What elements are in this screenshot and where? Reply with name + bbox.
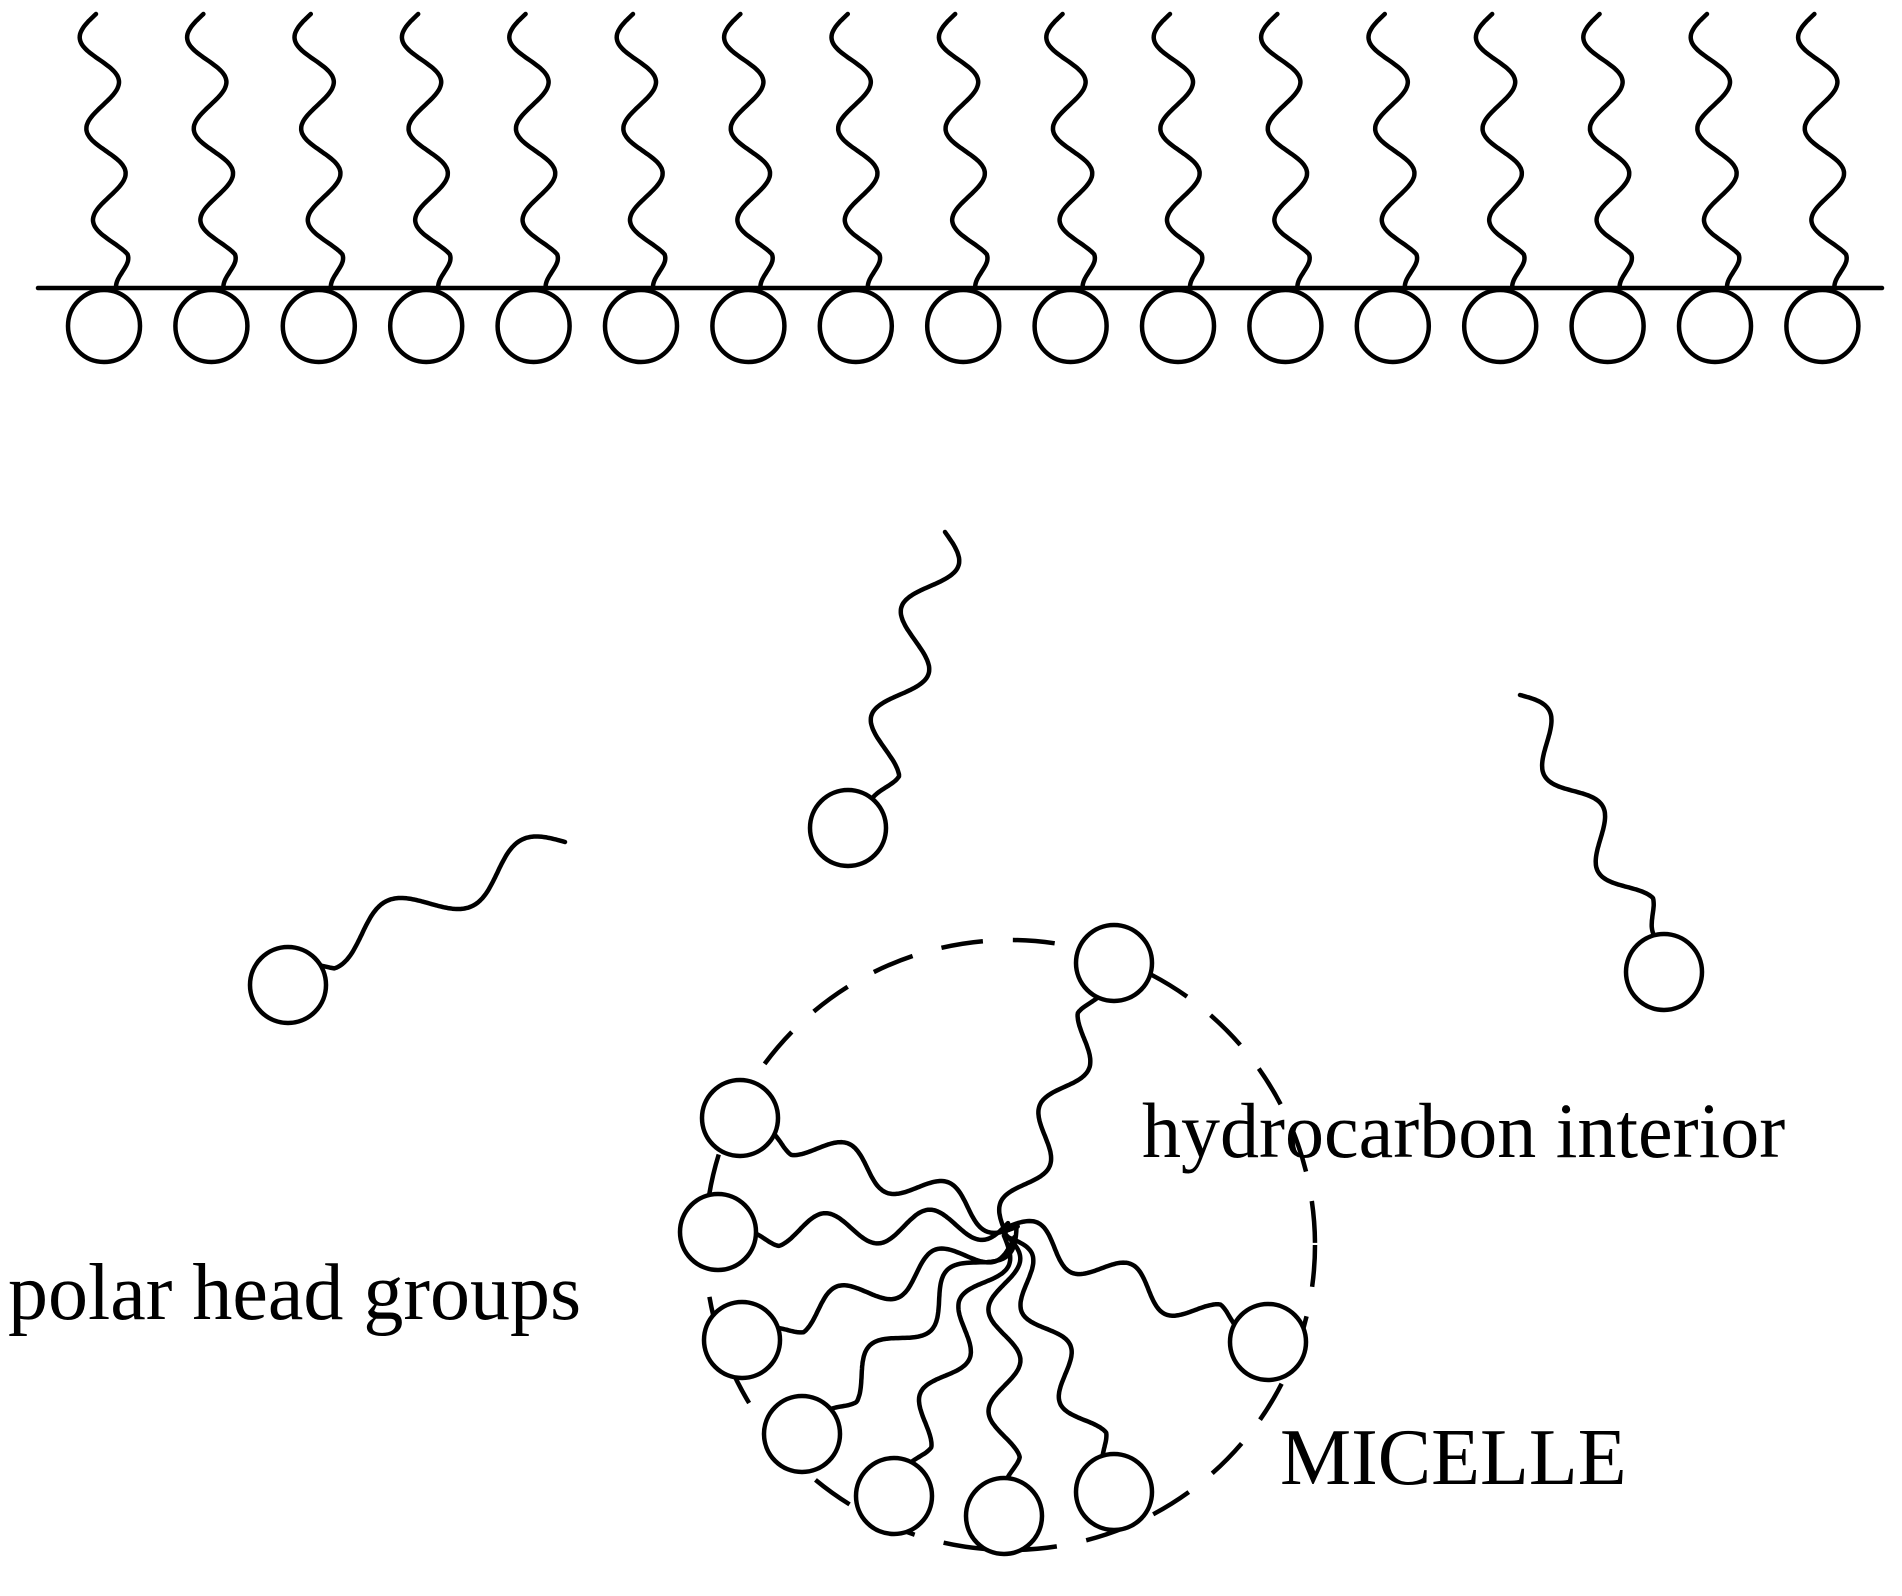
monolayer-head <box>605 290 677 362</box>
monolayer-tail <box>295 14 344 288</box>
micelle-tail <box>906 1236 1011 1470</box>
monolayer-head <box>927 290 999 362</box>
monolayer-head <box>1572 290 1644 362</box>
monolayer-head <box>1464 290 1536 362</box>
micelle-head <box>702 1080 778 1156</box>
micelle-head <box>1076 925 1152 1001</box>
monolayer-tail <box>80 14 129 288</box>
monolayer-tail <box>724 14 773 288</box>
free-head <box>1626 934 1702 1010</box>
free-tail <box>870 532 959 803</box>
monolayer-tail <box>1154 14 1203 288</box>
monolayer-tail <box>1261 14 1310 288</box>
monolayer-tail <box>1583 14 1632 288</box>
free-head <box>810 790 886 866</box>
micelle-tail <box>1007 1221 1242 1331</box>
micelle-structure <box>680 925 1315 1554</box>
free-head <box>250 947 326 1023</box>
monolayer-head <box>1249 290 1321 362</box>
micelle-head <box>764 1396 840 1472</box>
micelle-tail <box>767 1129 1018 1233</box>
free-tail <box>1520 695 1654 935</box>
surface-monolayer <box>38 14 1882 362</box>
free-surfactant-molecules <box>250 532 1702 1023</box>
micelle-head <box>856 1458 932 1534</box>
monolayer-tail <box>1369 14 1418 288</box>
monolayer-head <box>820 290 892 362</box>
monolayer-tail <box>402 14 451 288</box>
hydrocarbon-interior-label: hydrocarbon interior <box>1142 1092 1785 1170</box>
polar-head-groups-label: polar head groups <box>8 1253 581 1333</box>
monolayer-head <box>712 290 784 362</box>
monolayer-tail <box>832 14 881 288</box>
monolayer-tail <box>1476 14 1525 288</box>
monolayer-head <box>498 290 570 362</box>
monolayer-head <box>390 290 462 362</box>
micelle-tail <box>747 1210 1008 1246</box>
monolayer-head <box>1357 290 1429 362</box>
monolayer-head <box>1679 290 1751 362</box>
monolayer-head <box>1035 290 1107 362</box>
micelle-head <box>1230 1304 1306 1380</box>
monolayer-tail <box>187 14 236 288</box>
monolayer-head <box>68 290 140 362</box>
micelle-tail <box>999 990 1103 1233</box>
free-tail <box>294 837 565 969</box>
micelle-tail <box>823 1225 1017 1414</box>
monolayer-tail <box>509 14 558 288</box>
micelle-head <box>680 1194 756 1270</box>
micelle-label: MICELLE <box>1280 1418 1627 1498</box>
micelle-head <box>1076 1454 1152 1530</box>
monolayer-head <box>1142 290 1214 362</box>
monolayer-tail <box>1798 14 1847 288</box>
monolayer-head <box>175 290 247 362</box>
micelle-head <box>966 1478 1042 1554</box>
monolayer-tail <box>617 14 666 288</box>
monolayer-tail <box>939 14 988 288</box>
monolayer-head <box>1786 290 1858 362</box>
micelle-head <box>704 1302 780 1378</box>
monolayer-tail <box>1691 14 1740 288</box>
monolayer-head <box>283 290 355 362</box>
monolayer-tail <box>1046 14 1095 288</box>
